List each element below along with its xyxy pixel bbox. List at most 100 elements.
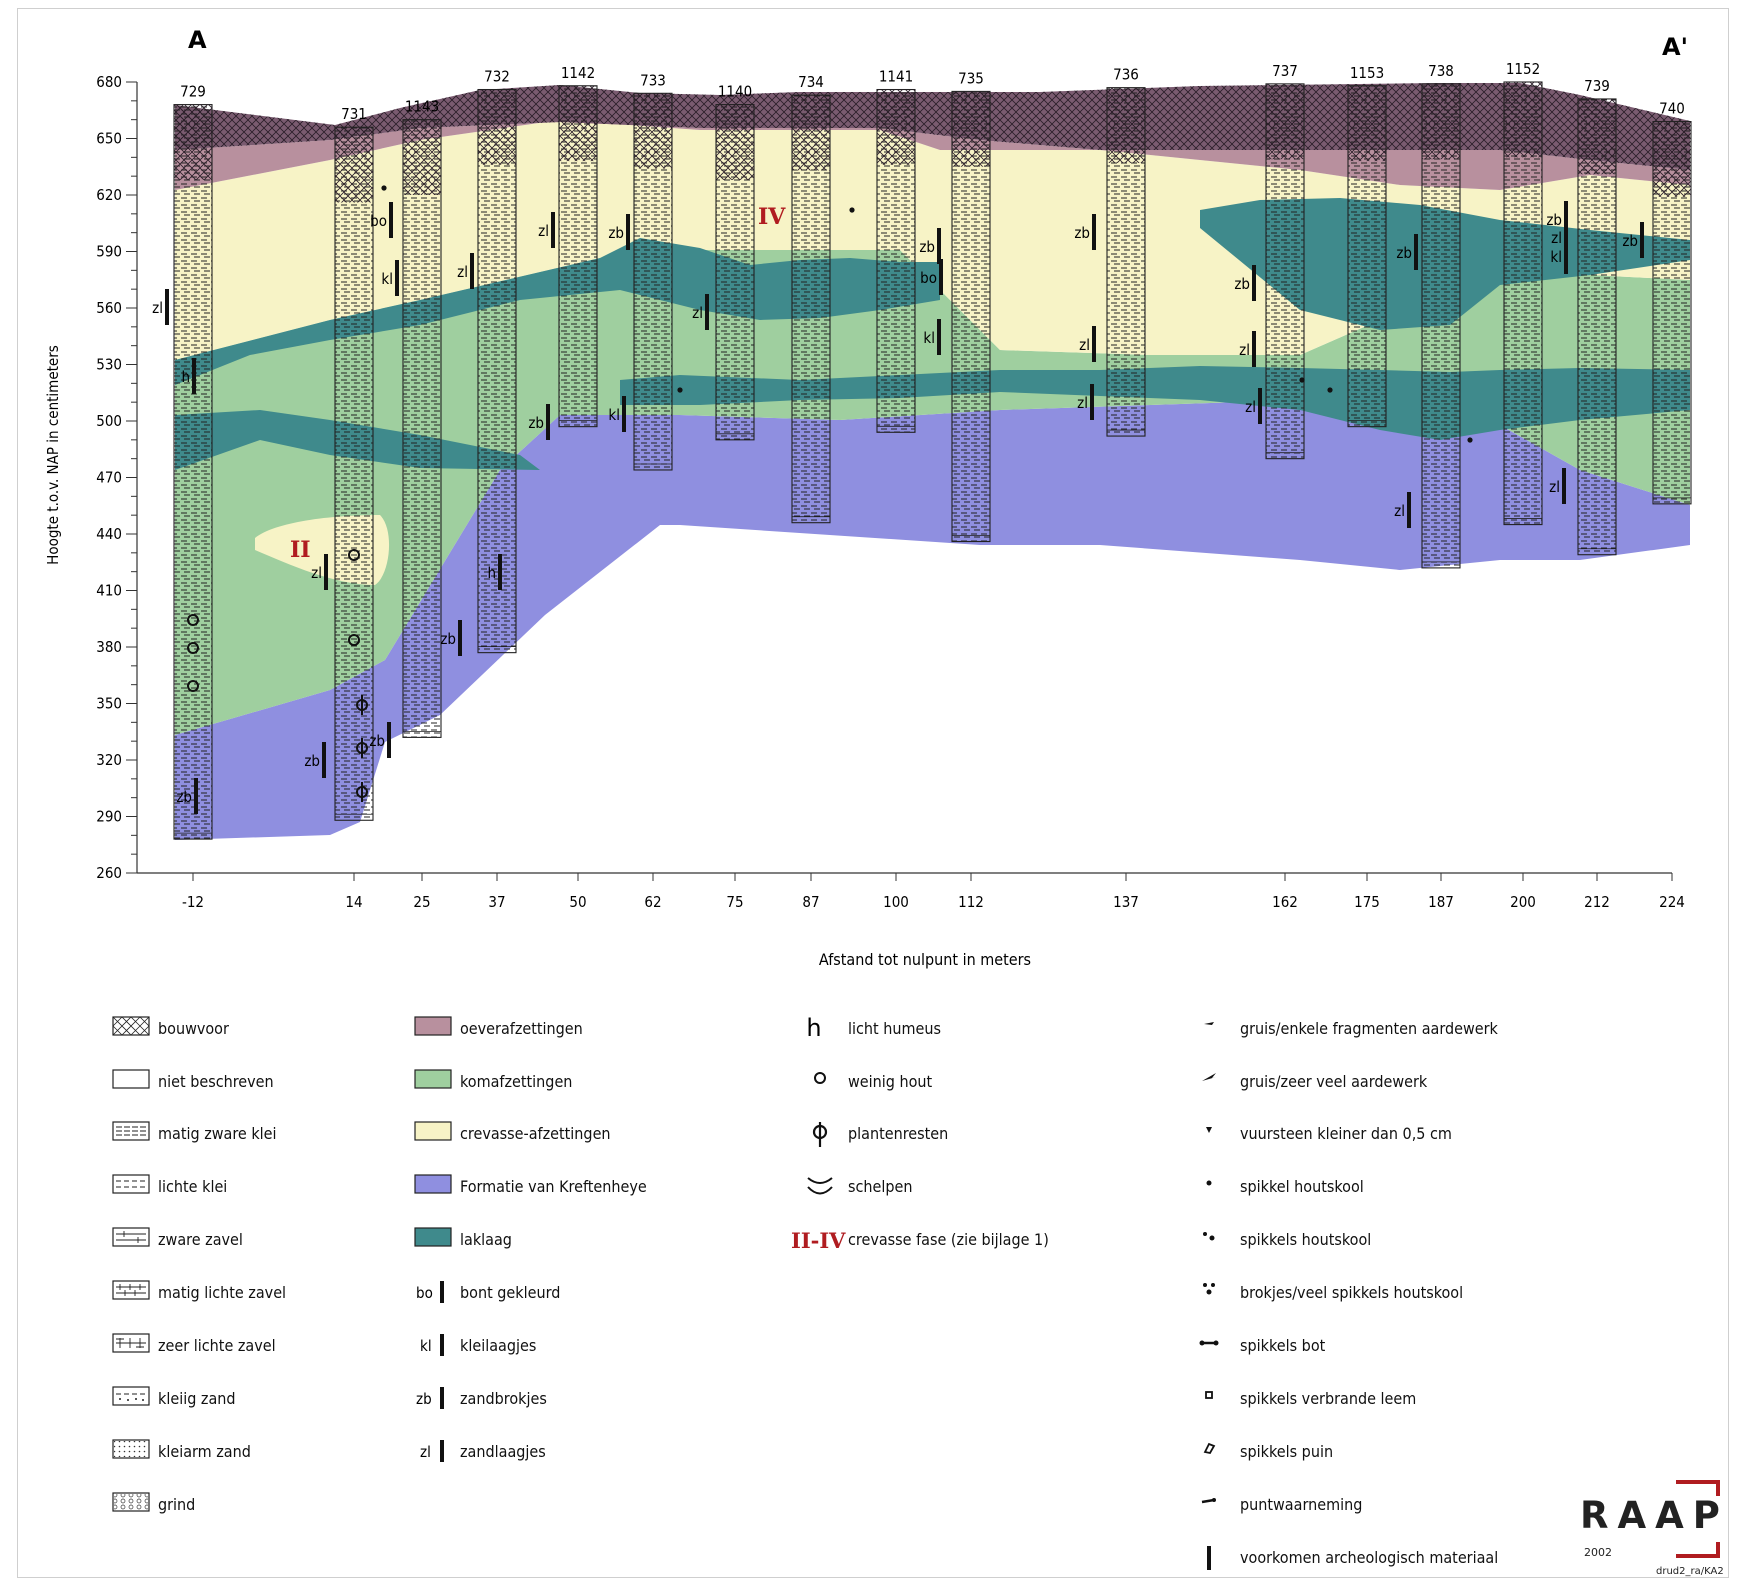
- borehole-body: [173, 104, 213, 840]
- annotation-bar: [1414, 234, 1418, 270]
- marker-code: zl: [420, 1443, 431, 1461]
- column-annotation: zl: [1245, 398, 1256, 416]
- pottery-many-icon: [1202, 1073, 1216, 1081]
- legend-label: lichte klei: [158, 1177, 228, 1196]
- borehole-id: 1140: [718, 83, 752, 101]
- flint-icon: [1206, 1127, 1212, 1133]
- borehole-bouwvoor: [559, 85, 597, 162]
- borehole-body: [402, 119, 442, 738]
- x-tick-label: 87: [802, 893, 819, 911]
- borehole-bouwvoor: [1107, 87, 1145, 163]
- charcoal-speck-icon: [1327, 387, 1333, 393]
- borehole-id: 1141: [879, 68, 913, 86]
- wood-icon: [187, 614, 199, 626]
- borehole-bouwvoor: [877, 89, 915, 165]
- column-annotation: kl: [608, 406, 620, 424]
- annotation-bar: [1252, 265, 1256, 301]
- legend-label: matig lichte zavel: [158, 1283, 287, 1302]
- y-tick-label: 470: [96, 469, 122, 487]
- wood-icon: [348, 549, 360, 561]
- legend-label: komafzettingen: [460, 1072, 573, 1091]
- borehole-bouwvoor: [716, 104, 754, 180]
- legend-label: crevasse-afzettingen: [460, 1124, 611, 1143]
- borehole-bouwvoor: [335, 127, 373, 203]
- x-tick-label: 75: [726, 893, 743, 911]
- burnt-loam-icon: [1205, 1391, 1213, 1399]
- borehole-column: 734: [791, 73, 831, 524]
- marker-code: zb: [416, 1390, 432, 1408]
- charcoal-speck-icon: [849, 207, 855, 213]
- borehole-bouwvoor: [1578, 98, 1616, 175]
- borehole-column: 1142: [558, 64, 598, 428]
- borehole-bouwvoor: [1422, 83, 1460, 160]
- borehole-body: [1577, 98, 1617, 556]
- column-annotation: zl: [457, 263, 468, 281]
- column-annotation: zl: [1239, 341, 1250, 359]
- bouwvoor-hatch: [175, 83, 1690, 170]
- borehole-id: 737: [1272, 62, 1298, 80]
- x-tick-label: 137: [1113, 893, 1139, 911]
- charcoal-speck-icon: [1206, 1180, 1212, 1186]
- borehole-column: 729: [173, 83, 213, 840]
- annotation-bar: [470, 253, 474, 289]
- pottery-few-icon: [1204, 1022, 1214, 1025]
- y-tick-label: 350: [96, 695, 122, 713]
- logo-bracket-top: [1676, 1480, 1720, 1496]
- legend-label: matig zware klei: [158, 1124, 277, 1143]
- annotation-bar: [939, 259, 943, 295]
- legend-label: licht humeus: [848, 1019, 942, 1038]
- humeus-icon: h: [806, 1016, 821, 1042]
- legend-label: kleiarm zand: [158, 1442, 251, 1461]
- annotation-bar: [498, 554, 502, 590]
- legend-label: Formatie van Kreftenheye: [460, 1177, 647, 1196]
- x-tick-label: 212: [1584, 893, 1610, 911]
- legend-label: voorkomen archeologisch materiaal: [1240, 1548, 1499, 1567]
- annotation-bar: [1258, 388, 1262, 424]
- legend-label: zware zavel: [158, 1230, 243, 1249]
- raap-logo: RAAP 2002 drud2_ra/KA2: [1580, 1480, 1730, 1580]
- annotation-bar: [937, 319, 941, 355]
- column-annotation: zb: [1546, 211, 1562, 229]
- column-annotation: zl: [1077, 394, 1088, 412]
- drawing-code: drud2_ra/KA2: [1656, 1566, 1724, 1577]
- borehole-id: 731: [341, 105, 367, 123]
- x-tick-label: -12: [182, 893, 204, 911]
- x-tick-label: 200: [1510, 893, 1536, 911]
- y-tick-label: 320: [96, 751, 122, 769]
- plant-remains-icon: [812, 1122, 828, 1147]
- legend-label: puntwaarneming: [1240, 1495, 1363, 1514]
- figure-frame: [17, 8, 1729, 1578]
- legend-label: oeverafzettingen: [460, 1019, 583, 1038]
- annotation-bar: [1562, 468, 1566, 504]
- charcoal-chunks-icon: [1203, 1283, 1215, 1295]
- profile-start-label: A: [188, 26, 207, 54]
- legend-label: grind: [158, 1495, 196, 1514]
- column-annotation: zl: [538, 222, 549, 240]
- y-tick-label: 500: [96, 412, 122, 430]
- column-annotation: zb: [919, 238, 935, 256]
- x-tick-label: 14: [345, 893, 362, 911]
- legend-label: weinig hout: [848, 1072, 933, 1091]
- wood-icon: [187, 642, 199, 654]
- archaeological-occurrence-icon: [1207, 1546, 1211, 1570]
- annotation-bar: [1564, 238, 1568, 274]
- legend-label: brokjes/veel spikkels houtskool: [1240, 1283, 1464, 1302]
- borehole-column: 737: [1265, 62, 1305, 460]
- charcoal-specks-icon: [1203, 1232, 1215, 1241]
- borehole-column: 1143: [402, 98, 442, 738]
- legend-label: zandlaagjes: [460, 1442, 546, 1461]
- annotation-bar: [1252, 331, 1256, 367]
- y-tick-label: 530: [96, 356, 122, 374]
- borehole-body: [477, 88, 517, 654]
- borehole-bouwvoor: [478, 89, 516, 165]
- legend-label: spikkels houtskool: [1240, 1230, 1372, 1249]
- column-annotation: kl: [923, 329, 935, 347]
- column-annotation: zb: [608, 224, 624, 242]
- annotation-bar: [551, 212, 555, 248]
- x-tick-label: 162: [1272, 893, 1298, 911]
- borehole-id: 734: [798, 73, 824, 91]
- borehole-id: 736: [1113, 66, 1139, 84]
- column-annotation: zl: [692, 304, 703, 322]
- x-tick-label: 175: [1354, 893, 1380, 911]
